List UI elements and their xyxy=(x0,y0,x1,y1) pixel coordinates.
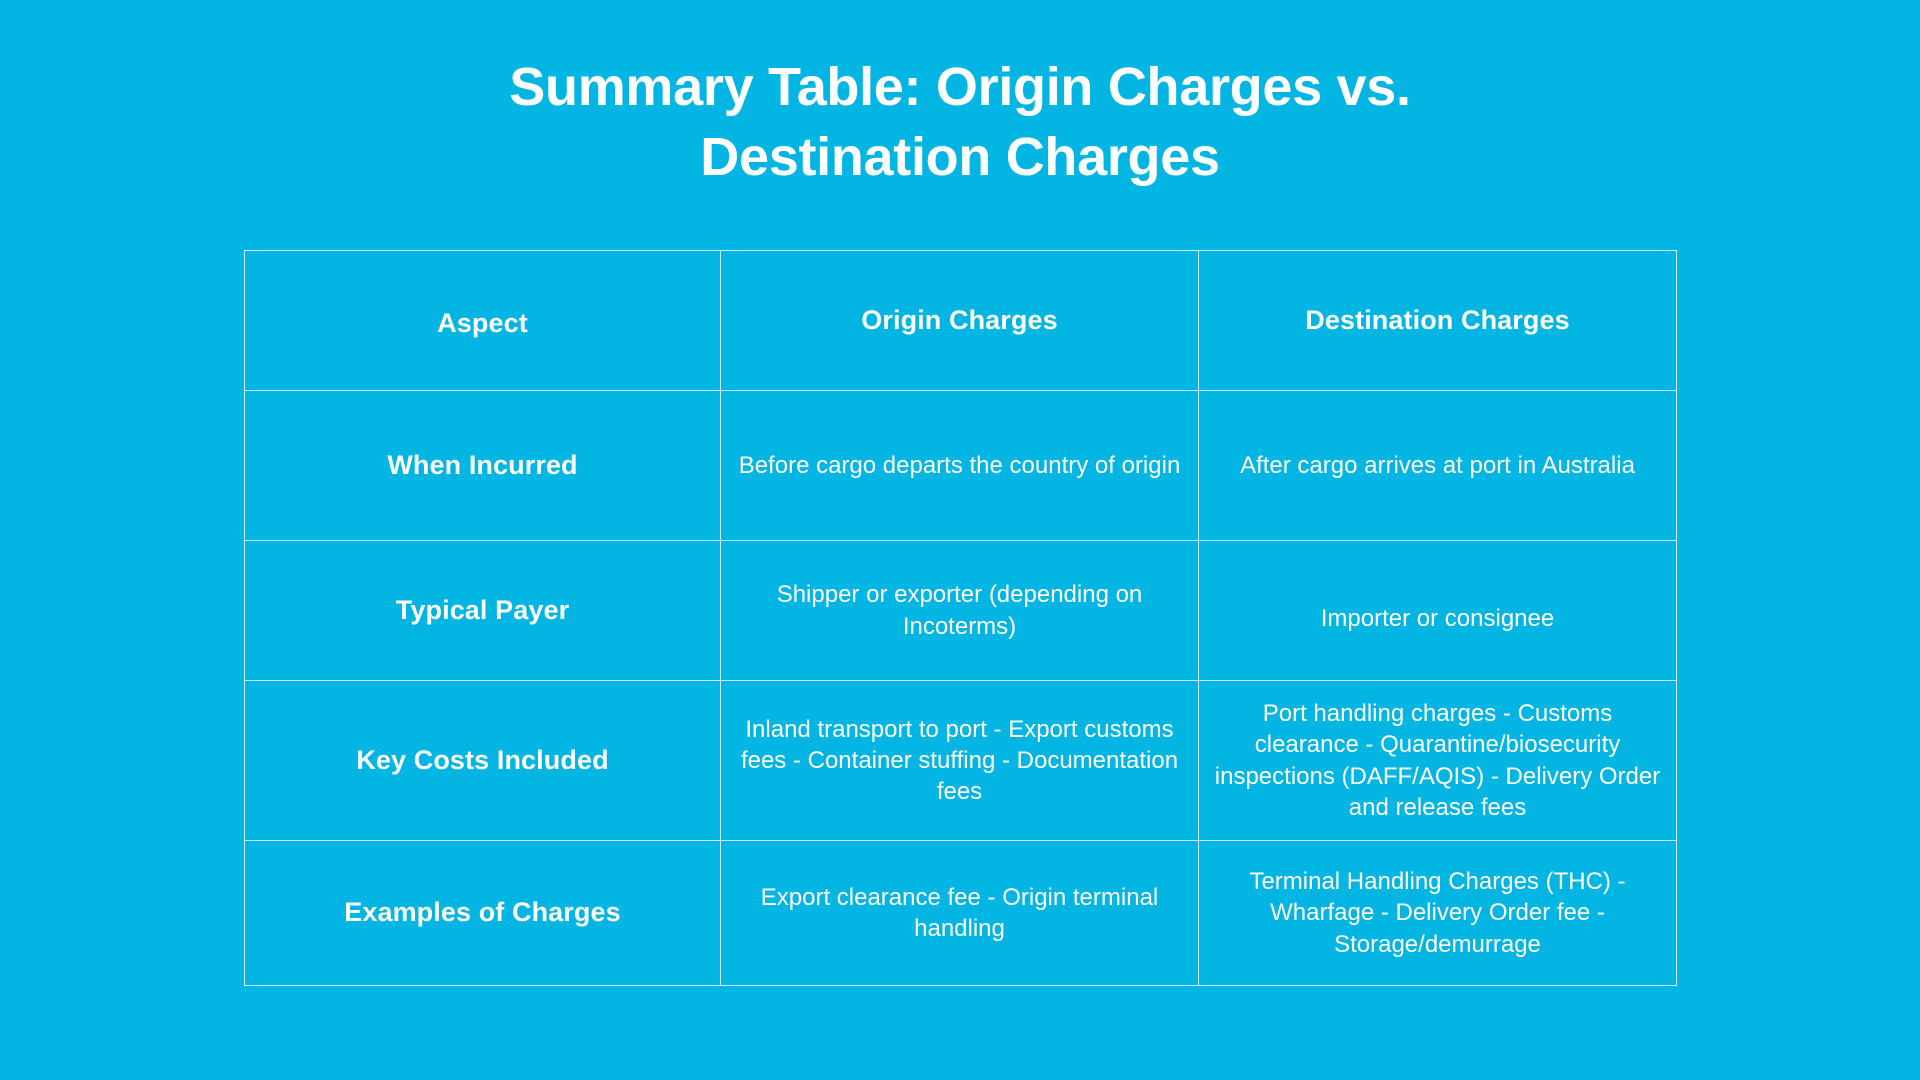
table-row: Examples of Charges Export clearance fee… xyxy=(244,840,1677,986)
cell-destination-typical-payer: Importer or consignee xyxy=(1198,548,1677,689)
table-header-row: Aspect Origin Charges Destination Charge… xyxy=(244,250,1677,394)
row-label-typical-payer: Typical Payer xyxy=(244,540,721,681)
cell-origin-typical-payer: Shipper or exporter (depending on Incote… xyxy=(720,540,1199,681)
row-label-key-costs-included: Key Costs Included xyxy=(244,680,721,841)
summary-table: Aspect Origin Charges Destination Charge… xyxy=(244,250,1677,986)
column-header-destination-charges: Destination Charges xyxy=(1198,250,1677,391)
table-header: Aspect Origin Charges Destination Charge… xyxy=(244,250,1677,394)
cell-destination-when-incurred: After cargo arrives at port in Australia xyxy=(1198,390,1677,541)
column-header-aspect: Aspect xyxy=(244,253,721,394)
cell-origin-examples-of-charges: Export clearance fee - Origin terminal h… xyxy=(720,840,1199,986)
column-header-origin-charges: Origin Charges xyxy=(720,250,1199,391)
table-row: Typical Payer Shipper or exporter (depen… xyxy=(244,540,1677,689)
table-row: Key Costs Included Inland transport to p… xyxy=(244,680,1677,841)
page-title: Summary Table: Origin Charges vs. Destin… xyxy=(509,57,1411,188)
cell-origin-when-incurred: Before cargo departs the country of orig… xyxy=(720,390,1199,541)
cell-destination-key-costs-included: Port handling charges - Customs clearanc… xyxy=(1198,680,1677,841)
cell-origin-key-costs-included: Inland transport to port - Export custom… xyxy=(720,680,1199,841)
row-label-when-incurred: When Incurred xyxy=(244,390,721,541)
summary-table-wrapper: Aspect Origin Charges Destination Charge… xyxy=(244,250,1677,986)
table-row: When Incurred Before cargo departs the c… xyxy=(244,390,1677,541)
row-label-examples-of-charges: Examples of Charges xyxy=(244,840,721,986)
cell-destination-examples-of-charges: Terminal Handling Charges (THC) - Wharfa… xyxy=(1198,840,1677,986)
table-body: When Incurred Before cargo departs the c… xyxy=(244,390,1677,986)
title-block: Summary Table: Origin Charges vs. Destin… xyxy=(300,52,1620,192)
